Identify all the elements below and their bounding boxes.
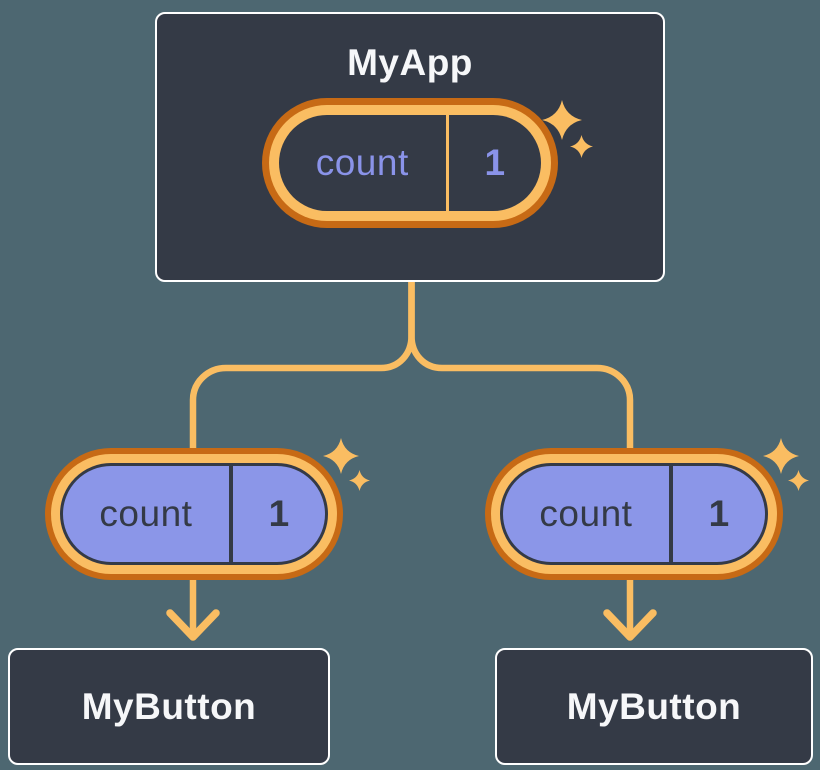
component-title: MyButton bbox=[81, 685, 257, 727]
sparkle-icon bbox=[763, 438, 799, 474]
state-pill: count 1 bbox=[45, 448, 343, 580]
component-title: MyButton bbox=[566, 685, 742, 727]
pill-divider bbox=[668, 466, 673, 562]
component-title: MyApp bbox=[347, 42, 473, 83]
connector-branch-left bbox=[189, 278, 415, 634]
state-value: 1 bbox=[708, 493, 730, 534]
mybutton-component-card: MyButton bbox=[495, 648, 813, 765]
pill-divider bbox=[228, 466, 233, 562]
connector-branch-right bbox=[408, 278, 634, 634]
arrow-down-icon bbox=[166, 609, 220, 641]
state-name-label: count bbox=[99, 493, 193, 534]
sparkle-icon bbox=[788, 470, 809, 491]
sparkle-icon bbox=[323, 438, 359, 474]
state-pill-body: count 1 bbox=[60, 463, 328, 565]
state-pill-ring: count 1 bbox=[51, 454, 337, 574]
state-pill-body: count 1 bbox=[500, 463, 768, 565]
state-pill: count 1 bbox=[262, 98, 558, 228]
pill-divider bbox=[445, 115, 449, 211]
state-name-label: count bbox=[315, 142, 409, 183]
state-pill: count 1 bbox=[485, 448, 783, 580]
sparkle-icon bbox=[570, 135, 593, 158]
sparkle-icon bbox=[542, 100, 582, 140]
state-pill-body: count 1 bbox=[279, 115, 541, 211]
arrow-down-icon bbox=[603, 609, 657, 641]
state-name-label: count bbox=[539, 493, 633, 534]
state-pill-ring: count 1 bbox=[491, 454, 777, 574]
mybutton-component-card: MyButton bbox=[8, 648, 330, 765]
state-value: 1 bbox=[484, 142, 506, 183]
sparkle-icon bbox=[349, 470, 370, 491]
myapp-component-card: MyApp count 1 bbox=[155, 12, 665, 282]
state-value: 1 bbox=[268, 493, 290, 534]
state-pill-ring: count 1 bbox=[269, 105, 551, 221]
